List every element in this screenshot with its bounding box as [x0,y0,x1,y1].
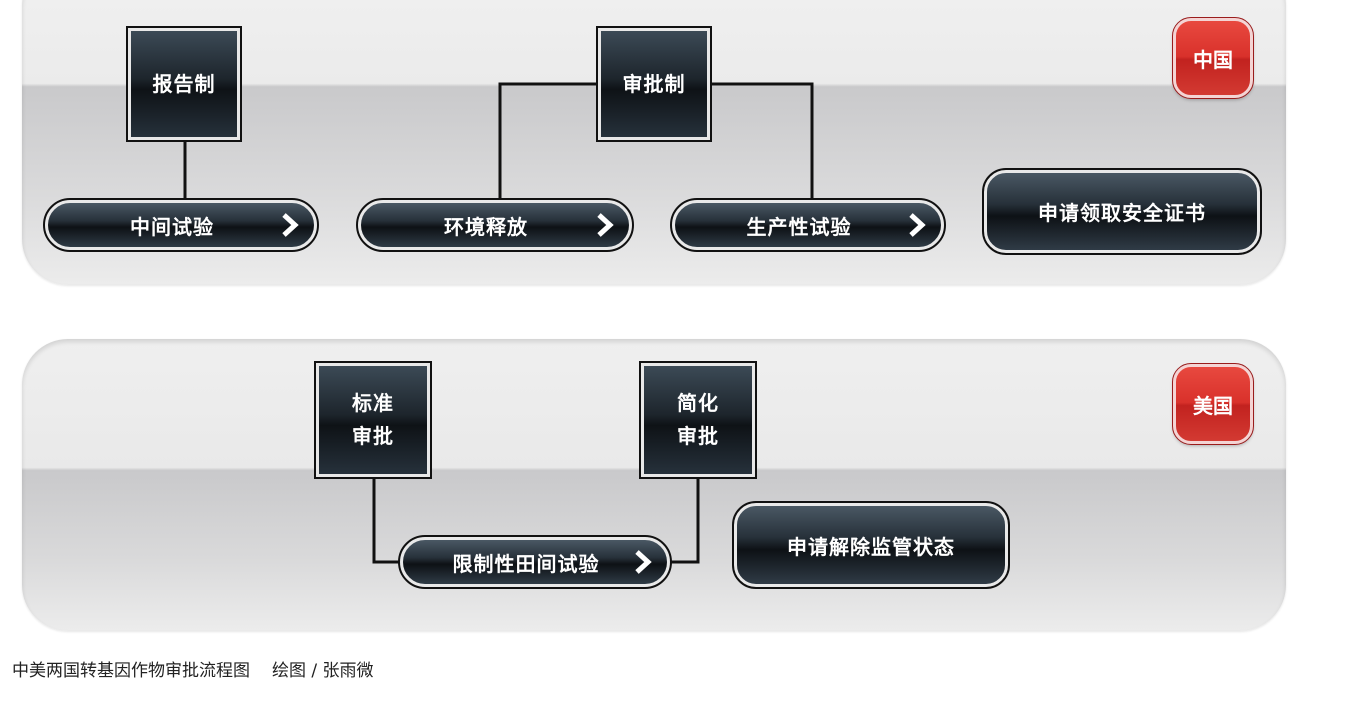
environmental-release-label: 环境释放 [444,214,528,239]
pilot-test-pill[interactable]: 中间试验 [43,198,319,252]
field-trial-label: 限制性田间试验 [452,551,600,576]
standard-approval-line1: 标准 [352,391,394,415]
approval-system-label: 审批制 [622,71,686,96]
environmental-release-pill[interactable]: 环境释放 [356,198,634,252]
field-trial-pill[interactable]: 限制性田间试验 [398,535,672,589]
deregulation-button[interactable]: 申请解除监管状态 [732,501,1010,589]
chevron-right-icon [597,213,614,237]
caption-credit: 绘图 / 张雨微 [272,661,374,681]
china-badge: 中国 [1172,17,1254,99]
china-badge-label: 中国 [1193,47,1233,72]
deregulation-label: 申请解除监管状态 [787,534,955,559]
chevron-right-icon [635,550,652,574]
production-test-label: 生产性试验 [746,214,852,239]
usa-badge: 美国 [1172,363,1254,445]
pilot-test-label: 中间试验 [130,214,214,239]
safety-certificate-button[interactable]: 申请领取安全证书 [982,168,1262,255]
simplified-approval-line1: 简化 [677,391,719,415]
caption-title: 中美两国转基因作物审批流程图 [12,661,250,681]
standard-approval-box: 标准 审批 [314,361,432,479]
standard-approval-line2: 审批 [352,424,394,448]
chevron-right-icon [282,213,299,237]
chevron-right-icon [909,213,926,237]
simplified-approval-line2: 审批 [677,424,719,448]
report-system-label: 报告制 [152,71,216,96]
report-system-box: 报告制 [126,26,242,142]
safety-certificate-label: 申请领取安全证书 [1038,201,1206,225]
approval-system-box: 审批制 [596,26,712,142]
production-test-pill[interactable]: 生产性试验 [670,198,946,252]
figure-caption: 中美两国转基因作物审批流程图 绘图 / 张雨微 [12,656,374,681]
usa-badge-label: 美国 [1193,393,1233,418]
simplified-approval-box: 简化 审批 [639,361,757,479]
